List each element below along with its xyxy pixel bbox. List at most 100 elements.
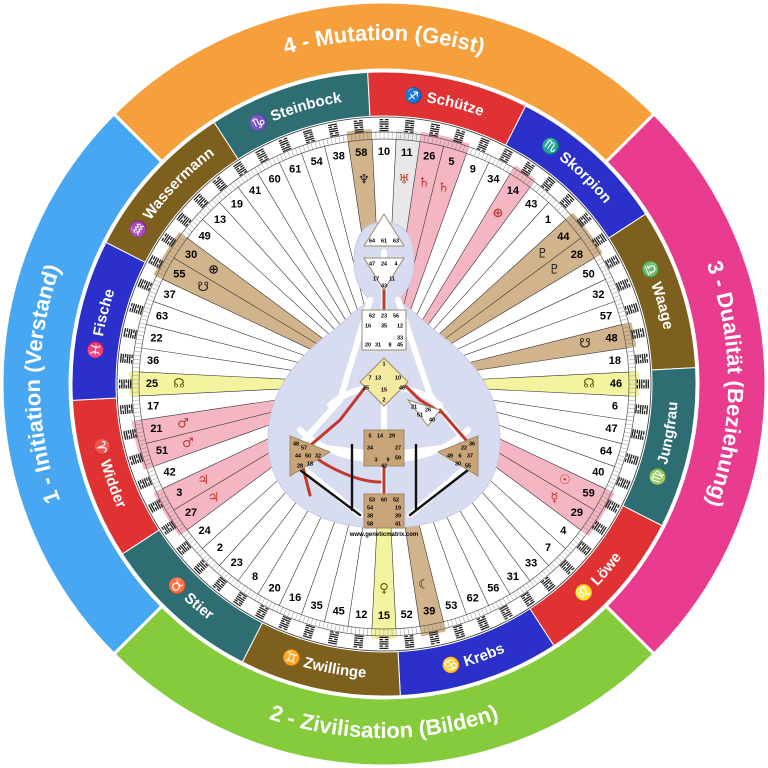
center-gate-number: 56 [393,313,399,319]
hexagram-icon [119,404,133,415]
gate-number: 40 [592,467,604,479]
hexagram-icon [193,559,209,575]
center-gate-number: 40 [429,417,435,423]
hexagram-icon [499,604,513,620]
gate-number: 52 [401,609,413,621]
center-gate-number: 48 [293,441,299,447]
gate-number: 26 [423,150,435,162]
gate-highlight [440,232,603,349]
gate-divider [407,153,467,319]
center-gate-number: 15 [381,387,387,393]
center-gate-number: 53 [369,497,375,503]
zodiac-sign-ring: ♑ Steinbock♐ Schütze♏ Skorpion♎ Waage♍ J… [71,71,697,697]
gate-number: 18 [609,355,621,367]
gate-number: 64 [600,445,613,457]
gate-divider [419,173,511,325]
center-gate-number: 21 [411,404,417,410]
center-gate-number: 41 [395,521,401,527]
center-gate-number: 47 [369,261,375,267]
hexagram-icon [327,630,340,645]
hexagram-icon [636,379,650,389]
hexagram-icon [404,635,415,649]
center-gate-number: 13 [375,375,381,381]
throat-center [361,309,407,351]
hexagram-icon [576,212,592,228]
gate-divider [173,257,325,349]
gate-highlight [129,371,315,397]
hexagram-icon [476,137,490,153]
planet-icon: ☿ [550,490,558,505]
center-gate-number: 32 [315,453,321,459]
hexagram-icon [591,233,607,248]
hexagram-icon [624,453,639,466]
gate-number: 3 [176,487,182,499]
hexagram-icon [615,278,631,292]
hexagram-icon [428,123,441,138]
hexagram-icon [499,148,513,164]
center-gate-number: 39 [395,513,401,519]
center-gate-number: 51 [417,412,423,418]
gate-number: 34 [487,173,500,185]
hexagram-icon [137,476,153,490]
gate-number: 25 [146,378,158,390]
hexagram-icon [635,353,649,364]
sacral-center [363,429,405,467]
hexagram-icon [591,520,607,536]
hexagram-icon [302,129,316,144]
planet-icon: ♅ [398,172,410,187]
hexagram-icon [232,591,248,607]
center-gate-number: 19 [395,505,401,511]
hexagram-icon [540,576,556,592]
gate-number: 63 [156,311,168,323]
hexagram-icon [635,404,649,415]
gate-number: 33 [525,557,537,569]
center-gate-number: 20 [365,342,371,348]
gate-number: 15 [378,610,390,622]
gate-divider [146,324,317,368]
hexagram-icon [452,624,466,639]
gate-number: 57 [600,311,612,323]
planet-icon: ☊ [173,376,185,391]
sign-segment [105,121,239,264]
planet-icon: ☊ [583,377,595,392]
gate-highlight [435,212,589,343]
gate-number: 39 [423,605,435,617]
center-gate-number: 23 [381,313,387,319]
hexagram-icon [327,123,340,138]
gate-number: 4 [560,525,567,537]
center-gate-number: 60 [381,497,387,503]
gate-number: 44 [557,231,570,243]
center-gate-number: 38 [367,513,373,519]
planet-icon: ☋ [579,337,591,352]
center-gate-number: 37 [467,453,473,459]
center-gate-number: 2 [382,397,385,403]
gate-highlight [165,232,328,348]
gate-divider [301,153,361,319]
planet-icon: ♄ [418,175,430,190]
center-gate-number: 36 [469,441,475,447]
hexagram-icon [233,161,248,177]
hexagram-icon [161,520,177,535]
hexagram-icon [379,118,389,132]
center-gate-number: 57 [301,445,307,451]
hexagram-icon [161,232,177,248]
heart-center [406,399,441,427]
planet-icon: ♃ [208,490,220,505]
gate-number: 35 [310,600,322,612]
center-gate-number: 5 [368,433,371,439]
gate-divider [279,162,355,321]
gate-highlight [453,371,639,397]
center-gate-number: 43 [381,283,387,289]
gate-number: 29 [571,507,583,519]
planet-icon: ♇ [537,246,549,261]
gate-number: 21 [150,423,162,435]
gate-divider [153,301,319,361]
gate-number: 8 [252,571,258,583]
planet-icon: ♆ [358,172,370,187]
gate-number: 28 [571,249,583,261]
gate-highlight [420,165,536,328]
gate-number: 51 [156,445,168,457]
center-gate-number: 30 [455,461,461,467]
gate-number: 7 [545,542,551,554]
